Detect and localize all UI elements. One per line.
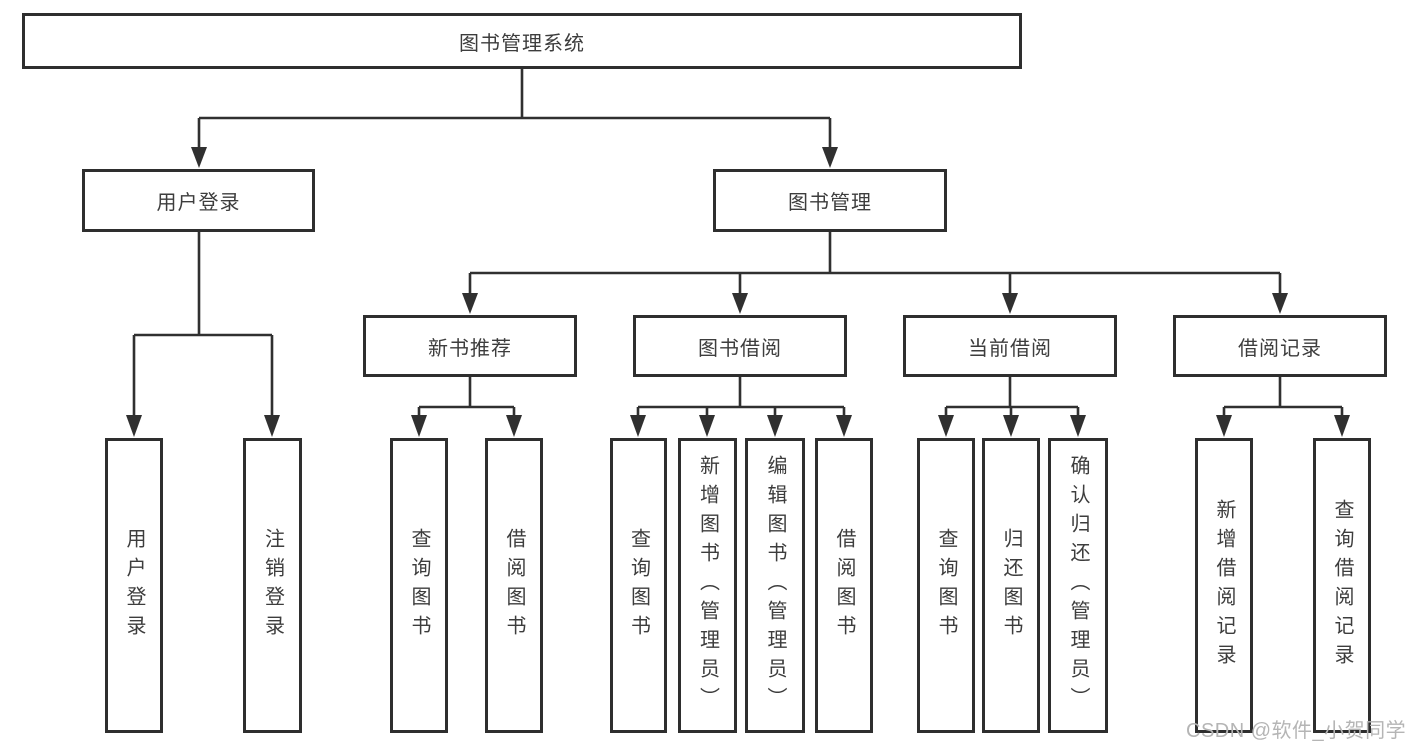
- node-book-borrowing: 图书借阅: [633, 315, 847, 377]
- leaf-borrow-books-borrowing: 借阅图书: [815, 438, 873, 733]
- leaf-query-borrow-record-label: 查询借阅记录: [1331, 498, 1353, 673]
- leaf-edit-book-admin: 编辑图书（管理员）: [745, 438, 805, 733]
- leaf-add-book-admin-label: 新增图书（管理员）: [696, 455, 719, 716]
- node-library-system-label: 图书管理系统: [459, 32, 585, 55]
- leaf-user-login: 用户登录: [105, 438, 163, 733]
- connector-new-book-recommend: [411, 377, 522, 437]
- node-book-management: 图书管理: [713, 169, 947, 232]
- leaf-query-books-recommend-label: 查询图书: [408, 527, 430, 644]
- leaf-borrow-books-borrowing-label: 借阅图书: [833, 527, 855, 644]
- leaf-confirm-return-admin-label: 确认归还（管理员）: [1067, 455, 1089, 716]
- connector-book-borrowing: [630, 377, 852, 437]
- leaf-user-login-label: 用户登录: [123, 527, 145, 644]
- leaf-query-books-borrowing: 查询图书: [610, 438, 667, 733]
- connector-book-management: [462, 232, 1288, 314]
- node-new-book-recommend-label: 新书推荐: [428, 337, 512, 360]
- leaf-add-borrow-record: 新增借阅记录: [1195, 438, 1253, 733]
- leaf-borrow-books-recommend-label: 借阅图书: [503, 527, 525, 644]
- leaf-query-books-current: 查询图书: [917, 438, 975, 733]
- leaf-add-borrow-record-label: 新增借阅记录: [1213, 498, 1235, 673]
- node-user-login: 用户登录: [82, 169, 315, 232]
- leaf-borrow-books-recommend: 借阅图书: [485, 438, 543, 733]
- leaf-logout: 注销登录: [243, 438, 302, 733]
- leaf-confirm-return-admin: 确认归还（管理员）: [1048, 438, 1108, 733]
- node-book-borrowing-label: 图书借阅: [698, 337, 782, 360]
- node-user-login-label: 用户登录: [156, 192, 241, 214]
- connector-borrowing-records: [1216, 377, 1350, 437]
- leaf-query-books-borrowing-label: 查询图书: [627, 527, 650, 644]
- leaf-query-books-current-label: 查询图书: [935, 527, 957, 644]
- node-new-book-recommend: 新书推荐: [363, 315, 577, 377]
- node-current-borrowing: 当前借阅: [903, 315, 1117, 377]
- leaf-add-book-admin: 新增图书（管理员）: [678, 438, 737, 733]
- leaf-return-books-label: 归还图书: [1000, 527, 1022, 644]
- leaf-edit-book-admin-label: 编辑图书（管理员）: [764, 455, 786, 716]
- connector-current-borrowing: [938, 377, 1086, 437]
- node-current-borrowing-label: 当前借阅: [968, 337, 1052, 360]
- leaf-query-books-recommend: 查询图书: [390, 438, 448, 733]
- connector-root: [191, 69, 838, 168]
- node-library-system: 图书管理系统: [22, 13, 1022, 69]
- leaf-query-borrow-record: 查询借阅记录: [1313, 438, 1371, 733]
- node-borrowing-records-label: 借阅记录: [1238, 337, 1322, 360]
- connector-user-login: [126, 232, 280, 437]
- leaf-return-books: 归还图书: [982, 438, 1040, 733]
- node-borrowing-records: 借阅记录: [1173, 315, 1387, 377]
- leaf-logout-label: 注销登录: [261, 527, 284, 644]
- node-book-management-label: 图书管理: [788, 192, 872, 214]
- watermark-text: CSDN @软件_小贺同学: [1186, 720, 1405, 742]
